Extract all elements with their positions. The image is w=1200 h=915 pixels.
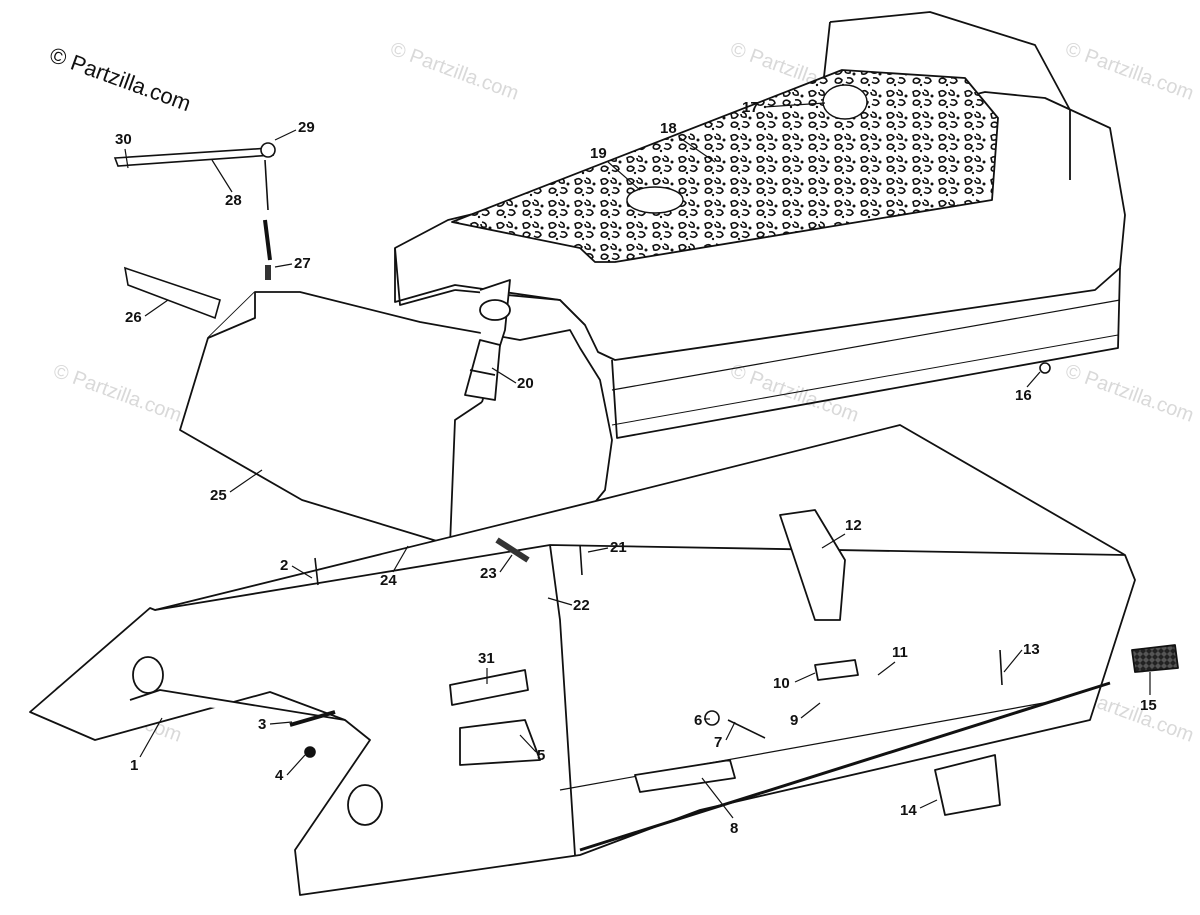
svg-text:24: 24 bbox=[380, 572, 397, 589]
fuel-tank bbox=[179, 279, 613, 546]
svg-text:26: 26 bbox=[125, 309, 142, 326]
svg-text:6: 6 bbox=[694, 712, 702, 729]
svg-text:4: 4 bbox=[275, 767, 284, 784]
callout-12: 12 bbox=[821, 517, 862, 549]
callout-19: 19 bbox=[590, 145, 641, 191]
svg-text:27: 27 bbox=[294, 255, 311, 272]
callout-25: 25 bbox=[210, 469, 263, 504]
svg-text:1: 1 bbox=[130, 757, 138, 774]
callout-27: 27 bbox=[274, 255, 311, 272]
svg-text:23: 23 bbox=[480, 565, 497, 582]
svg-text:29: 29 bbox=[298, 119, 315, 136]
callout-31: 31 bbox=[478, 650, 495, 684]
svg-text:8: 8 bbox=[730, 820, 738, 837]
callout-11: 11 bbox=[877, 644, 908, 676]
callout-28: 28 bbox=[211, 159, 242, 209]
callout-6: 6 bbox=[694, 712, 710, 729]
svg-text:28: 28 bbox=[225, 192, 242, 209]
svg-text:12: 12 bbox=[845, 517, 862, 534]
callout-29: 29 bbox=[274, 119, 315, 141]
svg-text:14: 14 bbox=[900, 802, 917, 819]
svg-text:17: 17 bbox=[742, 99, 759, 116]
callout-4: 4 bbox=[275, 754, 306, 784]
callout-17: 17 bbox=[742, 99, 826, 116]
callout-24: 24 bbox=[380, 545, 409, 589]
callout-10: 10 bbox=[773, 672, 816, 692]
svg-text:31: 31 bbox=[478, 650, 495, 667]
svg-text:2: 2 bbox=[280, 557, 288, 574]
svg-text:18: 18 bbox=[660, 120, 677, 137]
svg-text:19: 19 bbox=[590, 145, 607, 162]
callout-16: 16 bbox=[1015, 371, 1041, 404]
callout-18: 18 bbox=[660, 120, 716, 163]
callout-5: 5 bbox=[519, 734, 545, 764]
callout-13: 13 bbox=[1003, 641, 1040, 673]
callout-9: 9 bbox=[790, 702, 821, 729]
callout-labels: 1 2 3 4 5 6 7 8 9 10 11 12 13 14 15 16 1… bbox=[115, 99, 1157, 837]
callout-30: 30 bbox=[115, 131, 132, 169]
callout-15: 15 bbox=[1140, 672, 1157, 714]
callout-26: 26 bbox=[125, 299, 169, 326]
seat-assembly bbox=[394, 11, 1126, 439]
svg-text:30: 30 bbox=[115, 131, 132, 148]
callout-14: 14 bbox=[900, 799, 938, 819]
callout-21: 21 bbox=[587, 539, 627, 556]
callout-2: 2 bbox=[280, 557, 313, 579]
callout-20: 20 bbox=[491, 367, 534, 392]
callout-23: 23 bbox=[480, 554, 513, 582]
svg-text:9: 9 bbox=[790, 712, 798, 729]
frame-tunnel bbox=[29, 424, 1179, 896]
callout-8: 8 bbox=[701, 777, 738, 837]
svg-text:20: 20 bbox=[517, 375, 534, 392]
svg-text:11: 11 bbox=[892, 644, 908, 661]
svg-text:13: 13 bbox=[1023, 641, 1040, 658]
svg-text:22: 22 bbox=[573, 597, 590, 614]
svg-text:3: 3 bbox=[258, 716, 266, 733]
svg-text:25: 25 bbox=[210, 487, 227, 504]
callout-22: 22 bbox=[547, 597, 590, 614]
callout-3: 3 bbox=[258, 716, 293, 733]
svg-text:5: 5 bbox=[537, 747, 545, 764]
svg-text:15: 15 bbox=[1140, 697, 1157, 714]
callout-7: 7 bbox=[714, 721, 736, 751]
svg-text:7: 7 bbox=[714, 734, 722, 751]
svg-text:21: 21 bbox=[610, 539, 627, 556]
callout-1: 1 bbox=[130, 717, 163, 774]
svg-text:16: 16 bbox=[1015, 387, 1032, 404]
svg-text:10: 10 bbox=[773, 675, 790, 692]
